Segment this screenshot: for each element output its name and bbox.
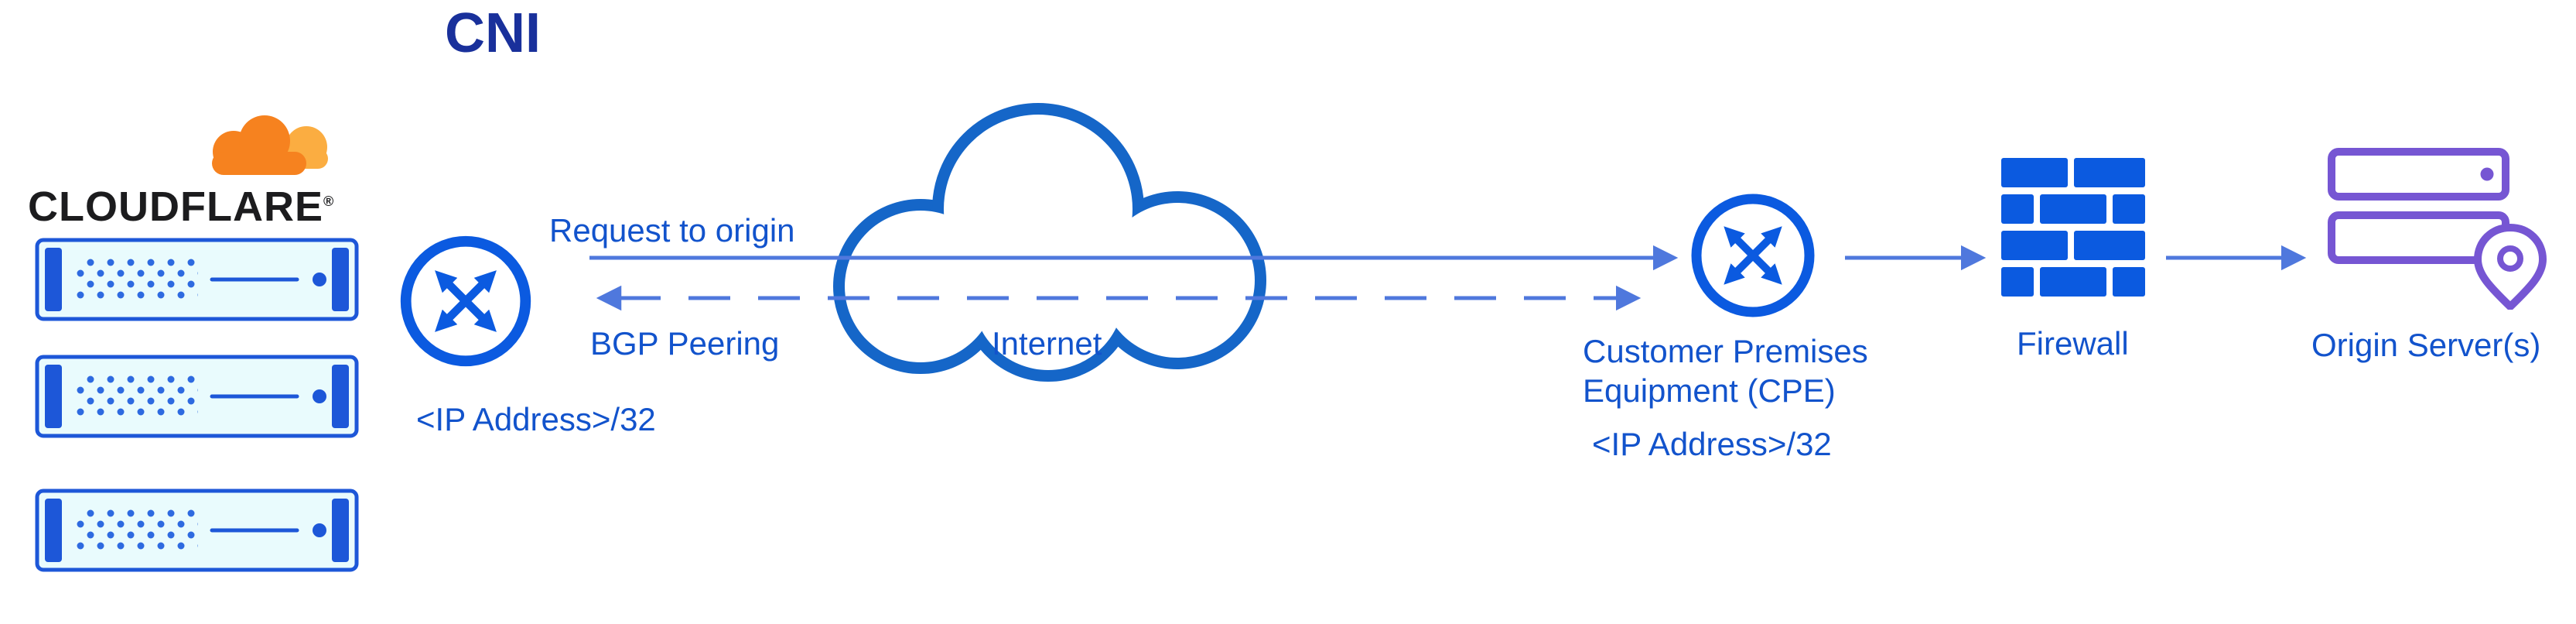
cpe-ip-label: <IP Address>/32: [1592, 426, 1832, 462]
location-pin-icon: [2474, 224, 2547, 310]
cni-ip-label: <IP Address>/32: [416, 401, 656, 437]
cni-router-icon: [396, 231, 535, 371]
page-title: CNI: [445, 2, 541, 64]
origin-servers-label: Origin Server(s): [2311, 327, 2541, 363]
bgp-peering-label: BGP Peering: [590, 325, 780, 362]
internet-label: Internet: [992, 325, 1102, 362]
edge-server-icon: [25, 352, 369, 441]
cloudflare-logo-icon: [212, 115, 328, 175]
origin-server-icon: [2328, 148, 2547, 310]
edge-server-icon: [25, 235, 369, 324]
cloudflare-wordmark: CLOUDFLARE®: [28, 183, 334, 231]
cpe-router-icon: [1687, 190, 1819, 321]
cpe-label-line1: Customer Premises: [1583, 333, 1868, 369]
cloudflare-wordmark-text: CLOUDFLARE: [28, 183, 323, 230]
firewall-label: Firewall: [2017, 325, 2129, 362]
edge-server-icon: [25, 486, 369, 575]
request-to-origin-label: Request to origin: [549, 212, 795, 249]
registered-mark: ®: [323, 194, 335, 209]
cpe-label: Customer Premises Equipment (CPE): [1583, 331, 1868, 410]
cpe-label-line2: Equipment (CPE): [1583, 372, 1836, 410]
firewall-icon: [2001, 158, 2145, 297]
